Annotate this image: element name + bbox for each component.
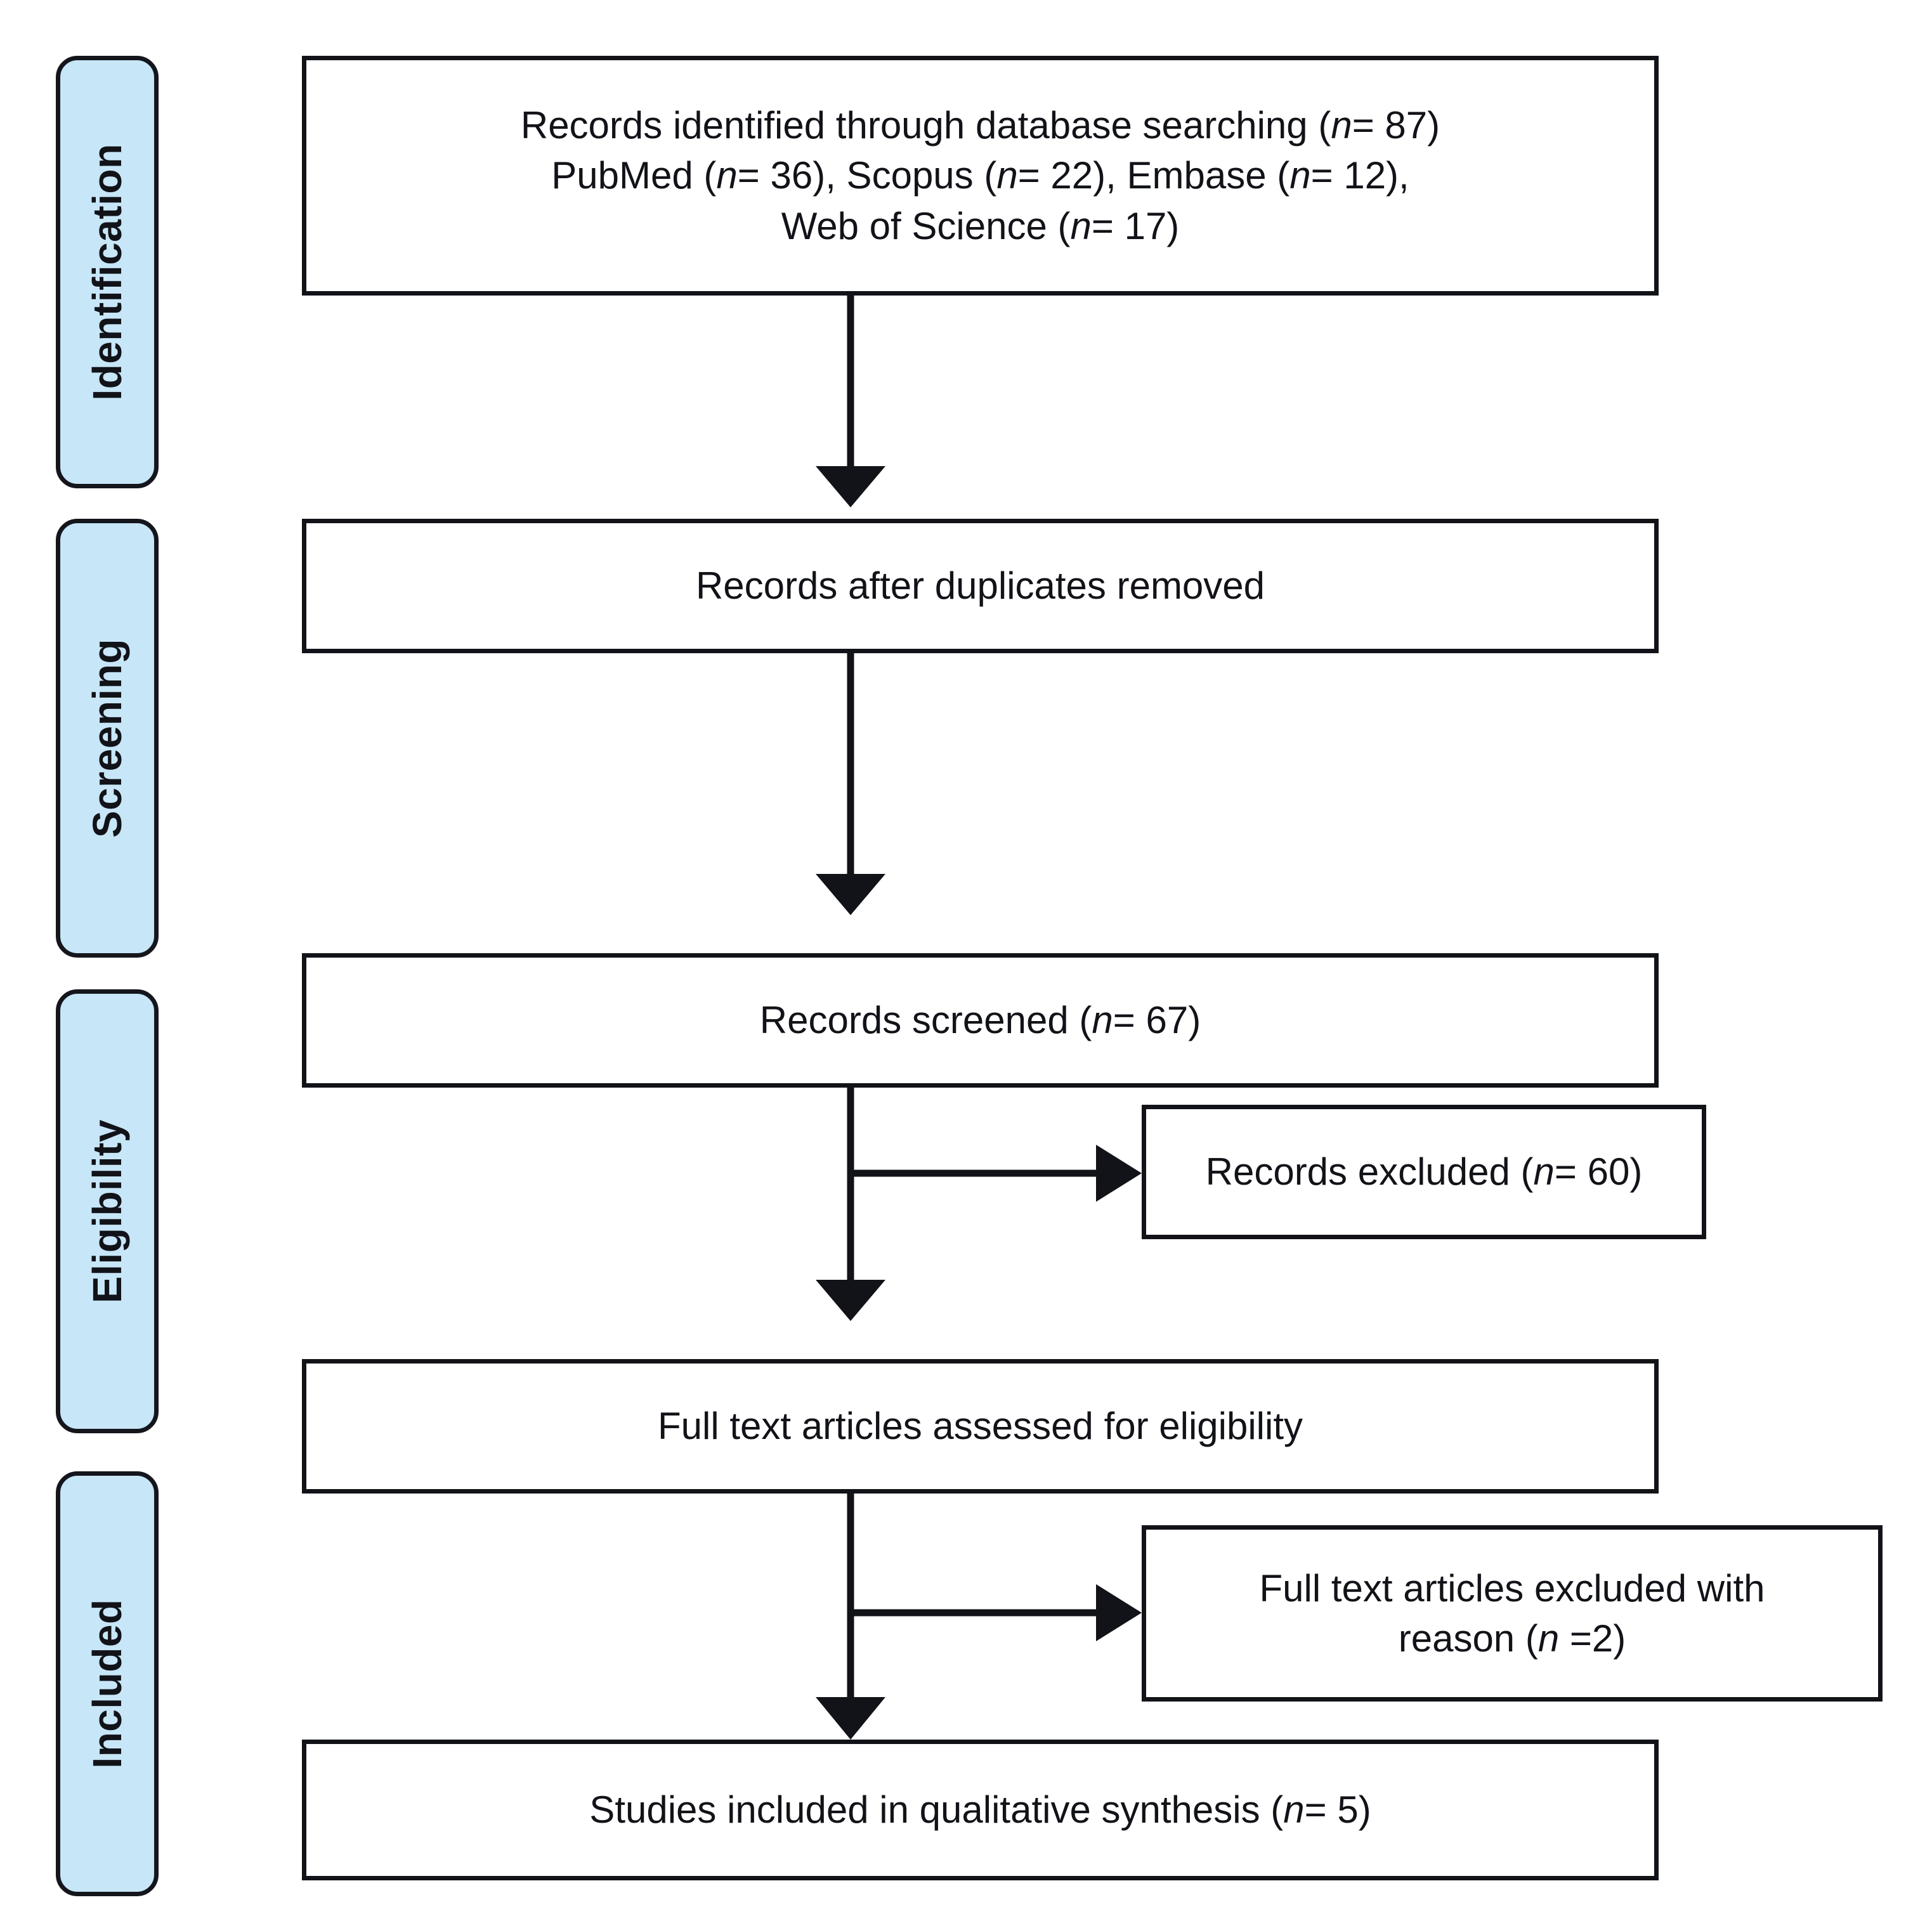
box-records-excluded-text: Records excluded (n= 60) xyxy=(1189,1147,1659,1197)
connector-duplicates-to-screened xyxy=(816,653,885,915)
box-full-text-articles-excluded: Full text articles excluded with reason … xyxy=(1142,1525,1883,1702)
box-studies-included: Studies included in qualitative synthesi… xyxy=(302,1740,1659,1880)
screened-post: = 67) xyxy=(1113,999,1201,1042)
identified-line1-pre: Records identified through database sear… xyxy=(520,104,1331,147)
identified-line2-a-post: = 36), Scopus ( xyxy=(737,154,997,197)
box-fulltext-excluded-text: Full text articles excluded with reason … xyxy=(1243,1563,1782,1663)
fulltext-excluded-line2-n: n xyxy=(1537,1617,1560,1660)
included-studies-post: = 5) xyxy=(1304,1788,1371,1832)
identified-line3-post: = 17) xyxy=(1091,204,1180,247)
identified-line3-pre: Web of Science ( xyxy=(781,204,1071,247)
connector-fulltext-to-included xyxy=(816,1494,885,1740)
identified-line1-n: n xyxy=(1331,104,1352,147)
stage-pill-identification: Identification xyxy=(56,56,159,488)
fulltext-excluded-line1: Full text articles excluded with xyxy=(1259,1566,1765,1610)
connector-screened-to-fulltext xyxy=(816,1088,885,1321)
screened-pre: Records screened ( xyxy=(759,999,1092,1042)
box-records-identified: Records identified through database sear… xyxy=(302,56,1659,296)
identified-line2-c-n: n xyxy=(1289,154,1311,197)
box-fulltext-assessed-text: Full text articles assessed for eligibil… xyxy=(657,1405,1303,1448)
identified-line2-b-post: = 22), Embase ( xyxy=(1017,154,1290,197)
fulltext-excluded-line2-post: =2) xyxy=(1559,1617,1626,1660)
stage-pill-eligibility: Eligibility xyxy=(56,989,159,1433)
identified-line2-c-post: = 12), xyxy=(1310,154,1409,197)
box-duplicates-removed-text: Records after duplicates removed xyxy=(695,564,1265,608)
included-studies-pre: Studies included in qualitative synthesi… xyxy=(589,1788,1284,1832)
stage-pill-included: Included xyxy=(56,1471,159,1896)
identified-line2-b-n: n xyxy=(996,154,1018,197)
box-records-screened: Records screened (n= 67) xyxy=(302,953,1659,1088)
box-studies-included-text: Studies included in qualitative synthesi… xyxy=(573,1785,1387,1835)
included-studies-n: n xyxy=(1283,1788,1305,1832)
connector-screened-to-records-excluded xyxy=(851,1145,1142,1202)
screened-n: n xyxy=(1092,999,1113,1042)
box-full-text-articles-assessed: Full text articles assessed for eligibil… xyxy=(302,1359,1659,1494)
box-records-after-duplicates-removed: Records after duplicates removed xyxy=(302,519,1659,653)
identified-line2-a-n: n xyxy=(716,154,738,197)
fulltext-excluded-line2-pre: reason ( xyxy=(1398,1617,1538,1660)
box-records-screened-text: Records screened (n= 67) xyxy=(743,995,1217,1045)
records-excluded-post: = 60) xyxy=(1554,1150,1643,1194)
box-records-excluded: Records excluded (n= 60) xyxy=(1142,1105,1706,1239)
records-excluded-n: n xyxy=(1533,1150,1555,1194)
identified-line3-n: n xyxy=(1070,204,1092,247)
identified-line1-post: = 87) xyxy=(1352,104,1440,147)
identified-line2-a-pre: PubMed ( xyxy=(551,154,717,197)
records-excluded-pre: Records excluded ( xyxy=(1205,1150,1534,1194)
connector-fulltext-to-fulltext-excluded xyxy=(851,1584,1142,1641)
connector-identified-to-duplicates xyxy=(816,296,885,507)
box-records-identified-text: Records identified through database sear… xyxy=(504,100,1456,251)
stage-pill-screening: Screening xyxy=(56,519,159,958)
